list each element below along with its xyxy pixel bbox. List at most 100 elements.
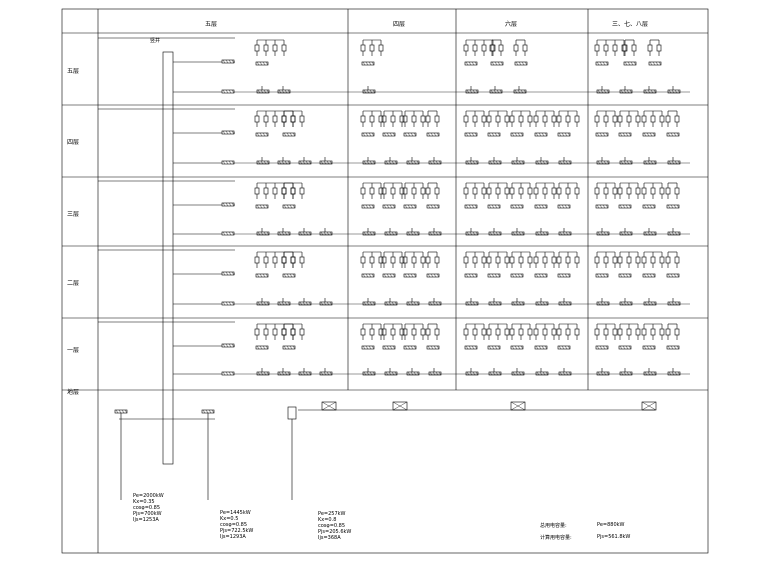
breaker (411, 187, 417, 195)
busbar-hatch (362, 132, 366, 137)
busbar-hatch (263, 231, 267, 236)
breaker (533, 115, 539, 123)
busbar-hatch (372, 231, 376, 236)
breaker (565, 328, 571, 336)
breaker (631, 44, 637, 52)
busbar-hatch (308, 160, 312, 165)
breaker (369, 328, 375, 336)
busbar-hatch (643, 132, 647, 137)
busbar-hatch (225, 343, 229, 348)
busbar-hatch (493, 89, 497, 94)
breaker (495, 328, 501, 336)
busbar-hatch (602, 61, 606, 66)
busbar-hatch (225, 371, 229, 376)
busbar-hatch (308, 301, 312, 306)
busbar-hatch (413, 204, 417, 209)
breaker (378, 256, 384, 264)
breaker (290, 115, 296, 123)
busbar-hatch (596, 204, 600, 209)
busbar-hatch (363, 301, 367, 306)
busbar-hatch (517, 132, 521, 137)
busbar-hatch (559, 371, 563, 376)
breaker (425, 115, 431, 123)
breaker (612, 328, 618, 336)
busbar-hatch (435, 371, 439, 376)
busbar-hatch (514, 132, 518, 137)
busbar-hatch (404, 204, 408, 209)
busbar-hatch (427, 273, 431, 278)
busbar-hatch (465, 132, 469, 137)
busbar-hatch (302, 371, 306, 376)
busbar-hatch (394, 301, 398, 306)
busbar-hatch (541, 273, 545, 278)
busbar-hatch (597, 371, 601, 376)
busbar-hatch (649, 204, 653, 209)
busbar-hatch (257, 371, 261, 376)
busbar-hatch (643, 273, 647, 278)
busbar-hatch (568, 160, 572, 165)
busbar-hatch (646, 345, 650, 350)
breaker (420, 187, 426, 195)
busbar-hatch (562, 160, 566, 165)
header-col-d: 三、七、八层 (612, 21, 649, 28)
breaker (513, 44, 519, 52)
breaker (254, 256, 260, 264)
busbar-hatch (542, 160, 546, 165)
busbar-hatch (671, 160, 675, 165)
breaker (617, 187, 623, 195)
busbar-hatch (284, 160, 288, 165)
breaker (390, 328, 396, 336)
busbar-hatch (208, 409, 212, 414)
breaker (659, 187, 665, 195)
busbar-hatch (677, 371, 681, 376)
busbar-hatch (497, 273, 501, 278)
busbar-hatch (602, 345, 606, 350)
breaker (504, 256, 510, 264)
busbar-hatch (394, 371, 398, 376)
busbar-hatch (427, 204, 431, 209)
busbar-hatch (404, 132, 408, 137)
busbar-hatch (619, 204, 623, 209)
breaker (518, 115, 524, 123)
busbar-hatch (222, 231, 226, 236)
busbar-hatch (653, 301, 657, 306)
breaker (360, 328, 366, 336)
busbar-hatch (256, 132, 260, 137)
busbar-hatch (222, 59, 226, 64)
busbar-hatch (257, 89, 261, 94)
breaker (263, 256, 269, 264)
busbar-hatch (495, 301, 499, 306)
breaker (495, 256, 501, 264)
busbar-hatch (407, 273, 411, 278)
breaker (612, 187, 618, 195)
breaker (641, 115, 647, 123)
busbar-hatch (413, 301, 417, 306)
busbar-hatch (647, 371, 651, 376)
busbar-hatch (489, 301, 493, 306)
busbar-hatch (386, 204, 390, 209)
busbar-hatch (362, 61, 366, 66)
busbar-hatch (494, 132, 498, 137)
busbar-hatch (535, 204, 539, 209)
breaker (254, 328, 260, 336)
busbar-hatch (535, 132, 539, 137)
busbar-hatch (676, 273, 680, 278)
busbar-hatch (524, 61, 528, 66)
breaker (420, 115, 426, 123)
busbar-hatch (542, 371, 546, 376)
busbar-hatch (394, 231, 398, 236)
busbar-hatch (653, 160, 657, 165)
busbar-hatch (472, 89, 476, 94)
busbar-hatch (259, 132, 263, 137)
busbar-hatch (539, 301, 543, 306)
busbar-hatch (283, 204, 287, 209)
busbar-hatch (115, 409, 119, 414)
busbar-hatch (429, 160, 433, 165)
busbar-hatch (435, 231, 439, 236)
busbar-hatch (496, 89, 500, 94)
busbar-hatch (391, 301, 395, 306)
busbar-hatch (603, 301, 607, 306)
